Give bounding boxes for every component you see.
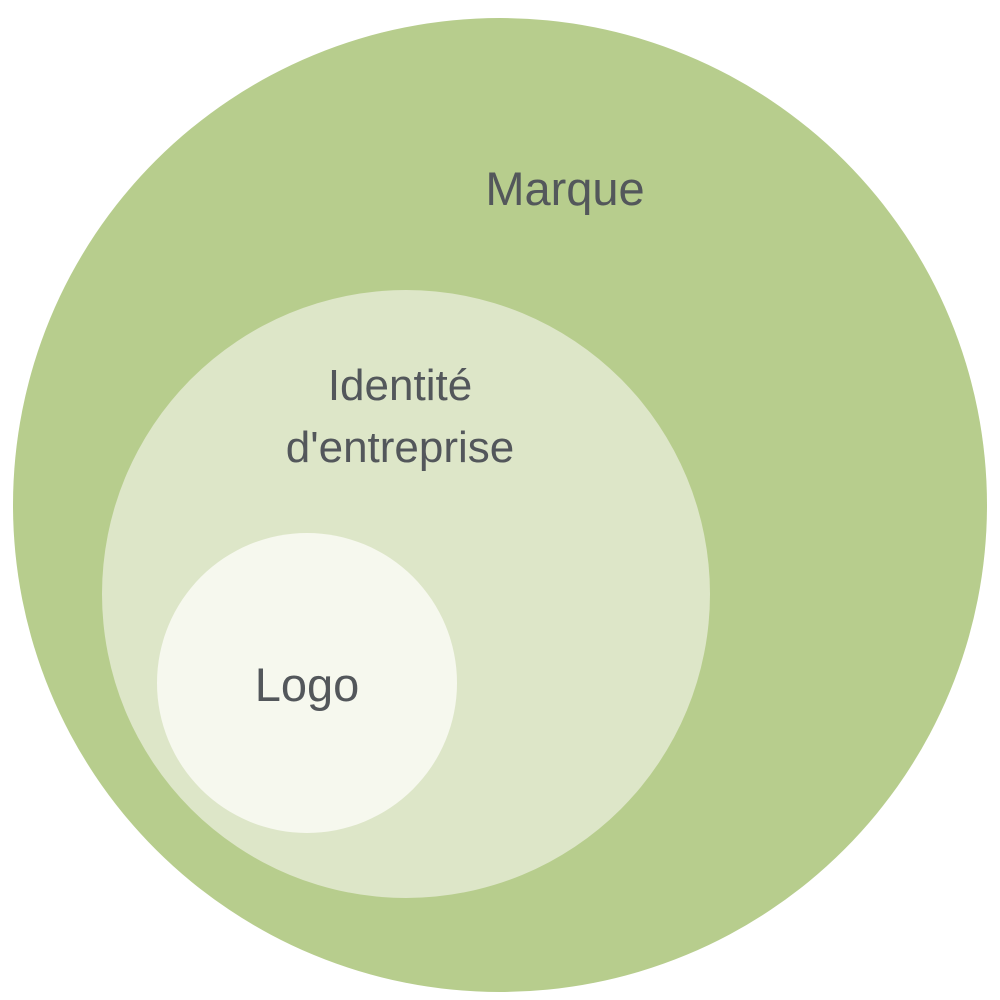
logo-label: Logo	[255, 658, 360, 711]
logo-circle	[157, 533, 457, 833]
marque-label: Marque	[485, 162, 644, 215]
identite-label-line1: Identité	[328, 361, 472, 410]
identite-label-line2: d'entreprise	[286, 423, 515, 472]
